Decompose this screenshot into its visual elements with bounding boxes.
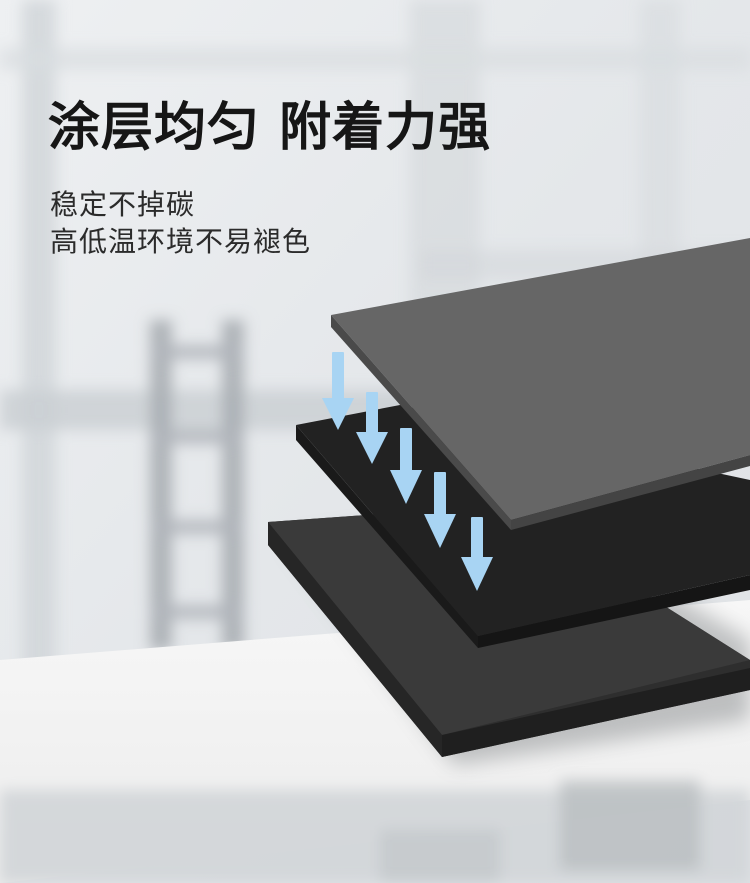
headline: 涂层均匀 附着力强: [48, 98, 492, 158]
feature-line-2: 高低温环境不易褪色: [50, 225, 312, 258]
down-arrow-icon: [356, 392, 388, 464]
top-sheet: [331, 238, 750, 530]
down-arrow-icon: [390, 428, 422, 504]
down-arrow-icon: [424, 472, 456, 548]
down-arrow-icon: [461, 517, 493, 591]
down-arrow-icon: [322, 352, 354, 430]
feature-line-1: 稳定不掉碳: [50, 188, 196, 221]
pressure-arrows: [322, 352, 493, 591]
